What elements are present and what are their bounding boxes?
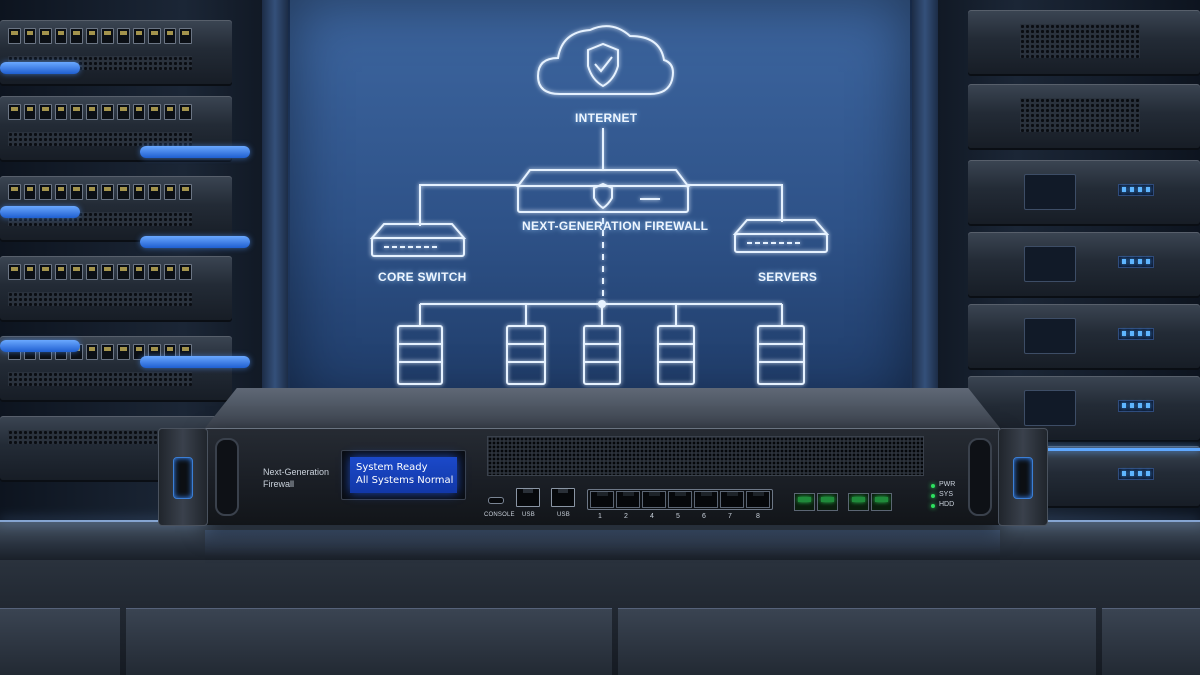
lcd-display: System Ready All Systems Normal: [341, 450, 466, 500]
ethernet-port: [720, 491, 744, 508]
rack-switch: [0, 176, 232, 240]
switch-icon: [369, 223, 467, 257]
rack-switch: [0, 96, 232, 160]
handle-right: [968, 438, 992, 516]
rack-switch: [0, 256, 232, 320]
console-port-label: CONSOLE: [484, 512, 515, 518]
patch-cable: [140, 356, 250, 368]
ethernet-port: [668, 491, 692, 508]
cabinet-door: [0, 608, 120, 675]
server-icon: [657, 325, 695, 385]
patch-cable: [140, 236, 250, 248]
handle-left: [215, 438, 239, 516]
right-pillar: [912, 0, 938, 410]
cabinet-door: [126, 608, 612, 675]
lcd-line-2: All Systems Normal: [356, 475, 454, 486]
port-number: 6: [702, 513, 706, 520]
port-number: 7: [728, 513, 732, 520]
port-number: 2: [624, 513, 628, 520]
sys-led: [931, 494, 935, 498]
cabinet-door: [618, 608, 1096, 675]
ethernet-port: [642, 491, 666, 508]
rack-switch: [0, 20, 232, 84]
server-icon: [397, 325, 443, 385]
accent-light: [978, 448, 1200, 451]
servers-link: [688, 184, 783, 222]
network-diagram: [369, 25, 830, 385]
core-switch-label: CORE SWITCH: [378, 270, 467, 284]
shelf-reflection: [205, 530, 1000, 556]
hdd-led: [931, 504, 935, 508]
patch-cable: [0, 340, 80, 352]
sfp-port-pair: [794, 493, 838, 511]
firewall-device-icon: [516, 169, 690, 213]
switch-link: [419, 184, 518, 226]
lcd-line-1: System Ready: [356, 462, 428, 473]
ethernet-port: [694, 491, 718, 508]
hdd-led-label: HDD: [939, 501, 955, 508]
pwr-led: [931, 484, 935, 488]
appliance-brand-label: Next-Generation Firewall: [263, 466, 343, 490]
brand-line-2: Firewall: [263, 479, 295, 489]
sfp-port-pair: [848, 493, 892, 511]
internet-label: INTERNET: [575, 111, 638, 125]
rack-ear-left: [158, 428, 208, 526]
rack-server: [968, 304, 1200, 368]
firewall-label: NEXT-GENERATION FIREWALL: [522, 219, 709, 233]
patch-cable: [140, 146, 250, 158]
port-number: 4: [650, 513, 654, 520]
sys-led-label: SYS: [939, 491, 954, 498]
usb-port-2: [551, 488, 575, 507]
usb-port-1-label: USB: [522, 512, 535, 518]
ethernet-port: [616, 491, 640, 508]
rack-server: [968, 84, 1200, 148]
servers-label: SERVERS: [758, 270, 818, 284]
ethernet-port-bank: [587, 489, 773, 510]
pwr-led-label: PWR: [939, 481, 956, 488]
firewall-chassis-top: [205, 388, 1000, 428]
patch-cable: [0, 206, 80, 218]
console-port: [488, 497, 504, 504]
server-icon: [583, 325, 621, 385]
usb-port-1: [516, 488, 540, 507]
patch-cable: [0, 62, 80, 74]
brand-line-1: Next-Generation: [263, 467, 330, 477]
ethernet-port: [590, 491, 614, 508]
rack-server: [968, 232, 1200, 296]
server-icon: [506, 325, 546, 385]
rack-server: [968, 160, 1200, 224]
cabinet-door: [1102, 608, 1200, 675]
port-number: 1: [598, 513, 602, 520]
switch-icon: [732, 219, 830, 253]
rack-ear-right: [998, 428, 1048, 526]
server-icon: [757, 325, 805, 385]
cloud-shield-icon: [536, 25, 674, 95]
left-pillar: [262, 0, 288, 410]
ventilation-grille: [487, 436, 924, 476]
port-number: 8: [756, 513, 760, 520]
ethernet-port: [746, 491, 770, 508]
usb-port-2-label: USB: [557, 512, 570, 518]
port-number: 5: [676, 513, 680, 520]
rack-server: [968, 10, 1200, 74]
